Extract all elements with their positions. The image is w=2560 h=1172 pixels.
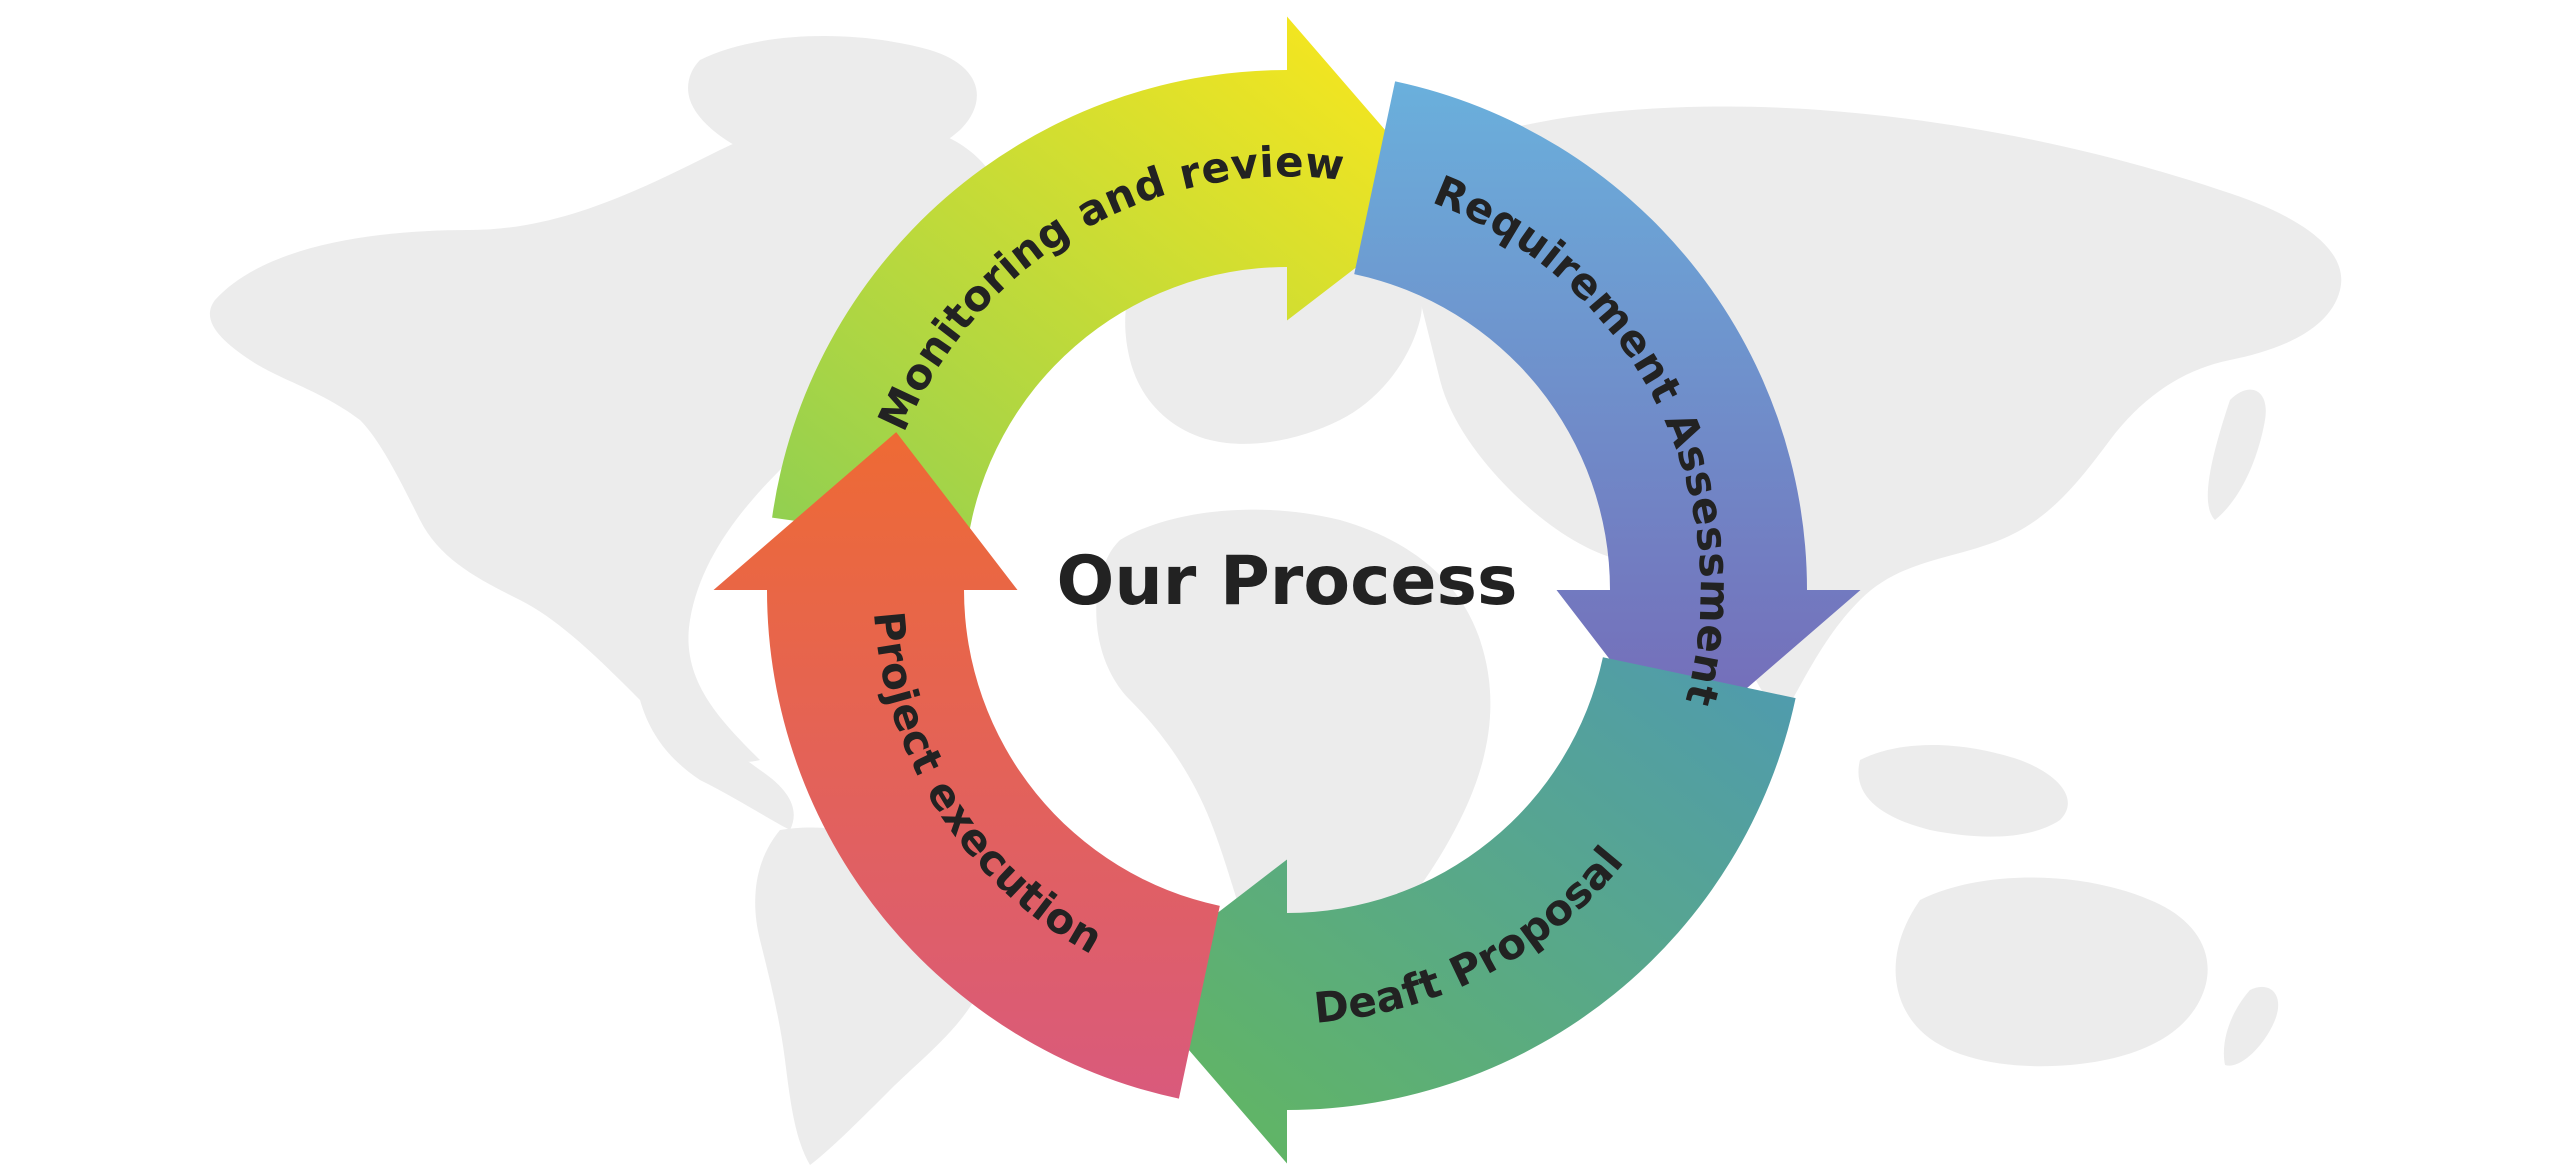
map-southeast-asia (1858, 745, 2068, 837)
arrow-segment-execution (713, 432, 1220, 1099)
map-australia (1895, 877, 2208, 1067)
map-new-zealand (2223, 986, 2279, 1066)
map-greenland (688, 36, 977, 174)
arrow-segment-monitoring (772, 16, 1445, 545)
arrow-segment-proposal (1129, 657, 1796, 1164)
map-central-america (640, 700, 794, 830)
map-japan (2207, 389, 2266, 520)
cycle-segments (713, 16, 1861, 1164)
map-africa (1096, 509, 1491, 983)
arrow-segment-requirement (1354, 81, 1861, 748)
center-title: Our Process (1057, 542, 1518, 621)
map-north-america (209, 119, 1002, 762)
